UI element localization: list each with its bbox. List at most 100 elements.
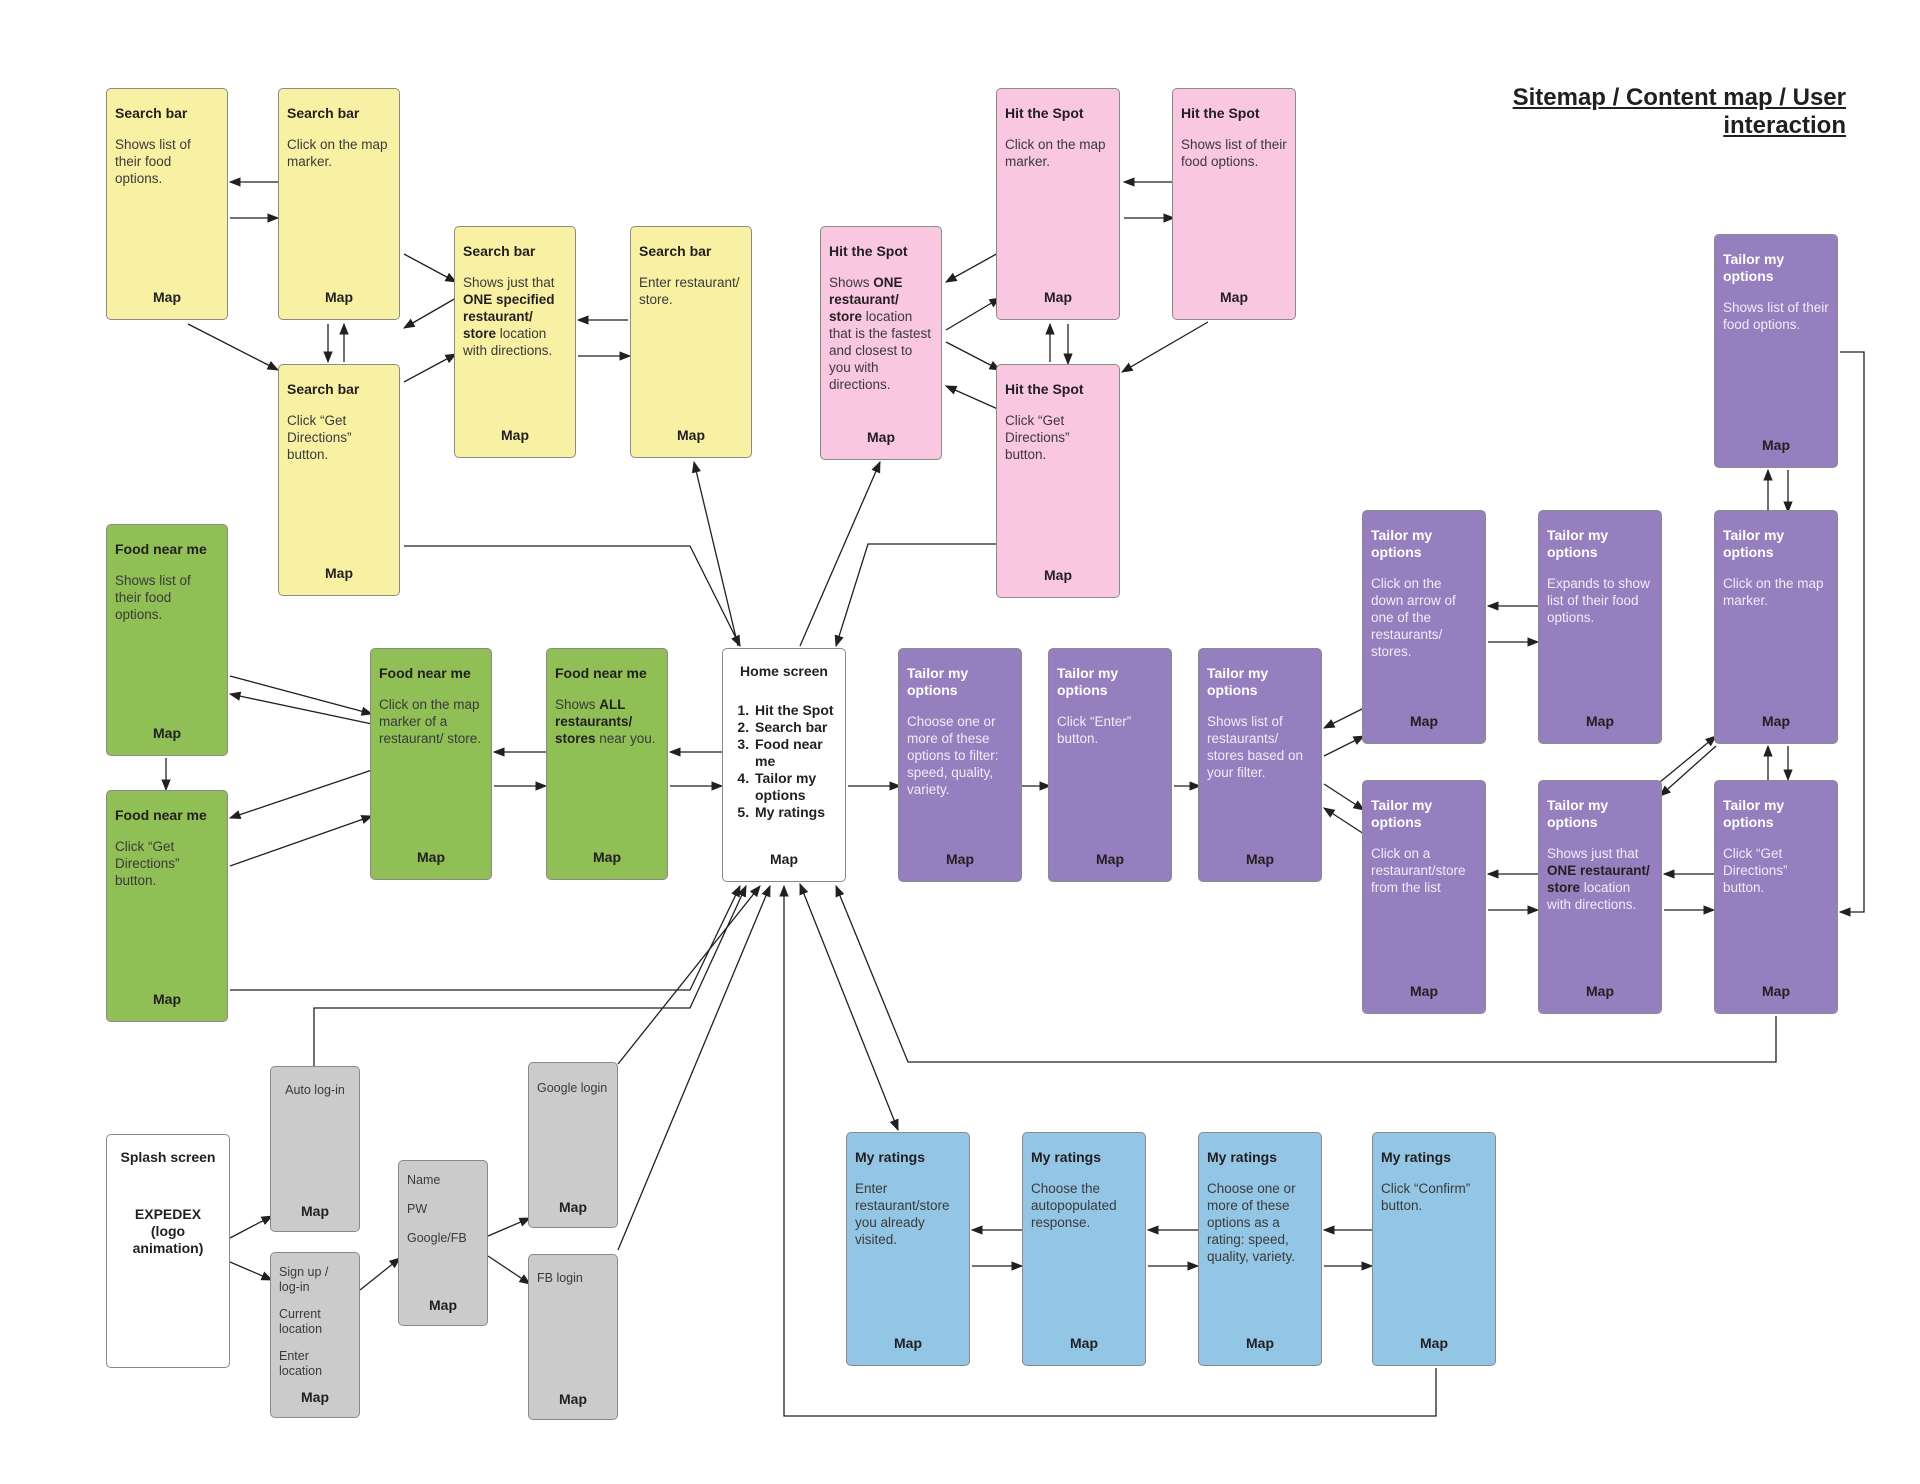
screen-description: Click on the down arrow of one of the re… xyxy=(1371,576,1456,659)
map-label: Map xyxy=(770,851,798,867)
search-bar-food-list-screen: Search bar Shows list of their food opti… xyxy=(106,88,228,320)
map-label: Map xyxy=(429,1297,457,1313)
flow-arrow xyxy=(945,297,1002,331)
map-label: Map xyxy=(417,849,445,865)
my-ratings-choose-rating-screen: My ratings Choose one or more of these o… xyxy=(1198,1132,1322,1366)
screen-title: Tailor my options xyxy=(907,665,969,698)
flow-arrow xyxy=(1323,783,1365,811)
screen-title: Tailor my options xyxy=(1723,527,1785,560)
map-label: Map xyxy=(153,725,181,741)
screen-title: Food near me xyxy=(115,807,207,823)
flow-arrow xyxy=(1323,735,1366,757)
screen-title: My ratings xyxy=(855,1149,926,1165)
tailor-select-store-screen: Tailor my options Click on a restaurant/… xyxy=(1362,780,1486,1014)
flow-arrow xyxy=(403,353,458,383)
screen-title: Tailor my options xyxy=(1723,797,1785,830)
screen-title: Search bar xyxy=(115,105,188,121)
food-near-me-map-marker-screen: Food near me Click on the map marker of … xyxy=(370,648,492,880)
food-near-me-get-directions-screen: Food near me Click “Get Directions” butt… xyxy=(106,790,228,1022)
map-label: Map xyxy=(1246,851,1274,867)
map-label: Map xyxy=(153,289,181,305)
screen-description: Expands to show list of their food optio… xyxy=(1547,576,1650,625)
fb-login-screen: FB login Map xyxy=(528,1254,618,1420)
map-label: Map xyxy=(1420,1335,1448,1351)
screen-title: Hit the Spot xyxy=(1005,105,1084,121)
map-label: Map xyxy=(1762,983,1790,999)
flow-arrow xyxy=(230,884,741,991)
hit-the-spot-food-list-screen: Hit the Spot Shows list of their food op… xyxy=(1172,88,1296,320)
map-label: Map xyxy=(153,991,181,1007)
map-label: Map xyxy=(325,289,353,305)
hit-the-spot-directions-screen: Hit the Spot Shows ONE restaurant/ store… xyxy=(820,226,942,460)
screen-label: Auto log-in xyxy=(285,1083,345,1097)
screen-description: Shows ALL restaurants/ stores near you. xyxy=(555,697,656,746)
diagram-title: Sitemap / Content map / User interaction xyxy=(1512,84,1846,139)
screen-description: Shows list of their food options. xyxy=(115,573,191,622)
google-fb-field: Google/FB xyxy=(407,1231,467,1245)
screen-description: Click “Get Directions” button. xyxy=(287,413,352,462)
food-near-me-food-list-screen: Food near me Shows list of their food op… xyxy=(106,524,228,756)
search-bar-map-marker-screen: Search bar Click on the map marker. Map xyxy=(278,88,400,320)
tailor-food-list-screen: Tailor my options Shows list of their fo… xyxy=(1714,234,1838,468)
app-logo-text: EXPEDEX xyxy=(134,1206,202,1222)
screen-description: Click “Enter” button. xyxy=(1057,714,1132,746)
screen-title: Food near me xyxy=(555,665,647,681)
screen-title: Tailor my options xyxy=(1723,251,1785,284)
menu-item-hit-the-spot: Hit the Spot xyxy=(753,702,837,719)
screen-title: Home screen xyxy=(740,663,828,679)
flow-arrow xyxy=(404,545,741,648)
screen-title: Search bar xyxy=(463,243,536,259)
flow-arrow xyxy=(228,691,373,725)
map-label: Map xyxy=(559,1391,587,1407)
flow-arrow xyxy=(487,1217,532,1237)
screen-description: Choose the autopopulated response. xyxy=(1031,1181,1117,1230)
screen-title: My ratings xyxy=(1031,1149,1102,1165)
screen-title: My ratings xyxy=(1381,1149,1452,1165)
screen-description: Choose one or more of these options to f… xyxy=(907,714,999,797)
food-near-me-all-stores-screen: Food near me Shows ALL restaurants/ stor… xyxy=(546,648,668,880)
flow-arrow xyxy=(229,675,374,716)
screen-label: FB login xyxy=(537,1271,583,1285)
screen-title: Food near me xyxy=(115,541,207,557)
flow-arrow xyxy=(691,460,739,647)
flow-arrow xyxy=(402,297,457,329)
screen-title: Food near me xyxy=(379,665,471,681)
screen-title: Search bar xyxy=(287,381,360,397)
screen-description: Click “Get Directions” button. xyxy=(1723,846,1788,895)
map-label: Map xyxy=(1762,713,1790,729)
screen-description: Shows list of their food options. xyxy=(1723,300,1829,332)
screen-description: Shows list of their food options. xyxy=(1181,137,1287,169)
flow-arrow xyxy=(617,884,771,1251)
flow-arrow xyxy=(1323,807,1365,835)
map-label: Map xyxy=(1762,437,1790,453)
screen-description: Click on the map marker. xyxy=(287,137,388,169)
screen-title: Search bar xyxy=(639,243,712,259)
tailor-filtered-list-screen: Tailor my options Shows list of restaura… xyxy=(1198,648,1322,882)
screen-title: Hit the Spot xyxy=(1005,381,1084,397)
home-screen: Home screen Hit the Spot Search bar Food… xyxy=(722,648,846,882)
flow-arrow xyxy=(617,885,761,1065)
tailor-expanded-list-screen: Tailor my options Expands to show list o… xyxy=(1538,510,1662,744)
search-bar-get-directions-screen: Search bar Click “Get Directions” button… xyxy=(278,364,400,596)
flow-arrow xyxy=(944,385,1001,411)
flow-arrow xyxy=(1322,707,1365,729)
map-label: Map xyxy=(677,427,705,443)
map-label: Map xyxy=(501,427,529,443)
screen-title: Tailor my options xyxy=(1207,665,1269,698)
screen-title: My ratings xyxy=(1207,1149,1278,1165)
screen-title: Hit the Spot xyxy=(829,243,908,259)
map-label: Map xyxy=(1044,289,1072,305)
flow-arrow xyxy=(945,341,1002,371)
screen-title: Tailor my options xyxy=(1371,797,1433,830)
google-login-screen: Google login Map xyxy=(528,1062,618,1228)
my-ratings-enter-store-screen: My ratings Enter restaurant/store you al… xyxy=(846,1132,970,1366)
menu-item-tailor-my-options: Tailor my options xyxy=(753,770,837,804)
screen-description: Shows just that ONE specified restaurant… xyxy=(463,275,555,358)
screen-description: Enter restaurant/store you already visit… xyxy=(855,1181,950,1247)
flow-arrow xyxy=(834,543,1000,648)
map-label: Map xyxy=(1220,289,1248,305)
screen-description: Shows just that ONE restaurant/ store lo… xyxy=(1547,846,1650,912)
password-field: PW xyxy=(407,1202,428,1216)
search-bar-directions-screen: Search bar Shows just that ONE specified… xyxy=(454,226,576,458)
